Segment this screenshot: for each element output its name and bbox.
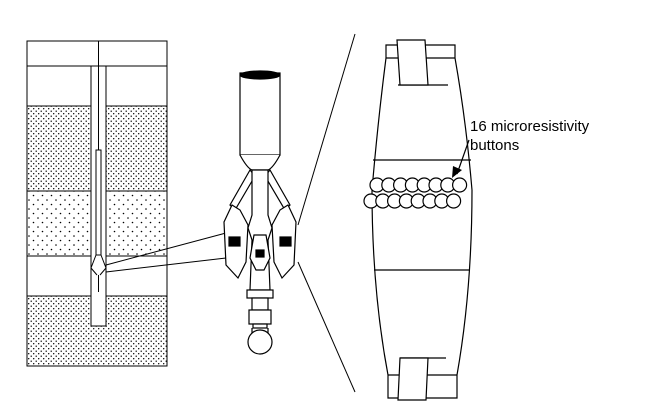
right-pad-buttons bbox=[279, 236, 292, 247]
microresistivity-buttons bbox=[363, 177, 468, 209]
tool-neck bbox=[239, 154, 281, 171]
upper-hinge bbox=[396, 39, 429, 86]
pad-outline bbox=[371, 44, 473, 399]
right-arm bbox=[264, 168, 291, 211]
lower-hinge bbox=[397, 357, 429, 401]
imaging-tool bbox=[223, 70, 297, 355]
formation-layer-top-blank bbox=[26, 40, 168, 67]
borehole-section bbox=[26, 40, 168, 367]
left-pad-buttons bbox=[228, 236, 241, 247]
lower-joint bbox=[248, 309, 272, 325]
tool-housing-top bbox=[239, 70, 281, 80]
arrow-head bbox=[452, 166, 462, 178]
borehole-tool-pads bbox=[90, 254, 107, 276]
callout-lines-left bbox=[105, 232, 227, 273]
buttons-label-line2: buttons bbox=[470, 137, 520, 154]
lower-collar bbox=[246, 289, 274, 299]
pad-detail bbox=[371, 39, 473, 401]
magnification-lines bbox=[297, 33, 356, 393]
mandrel bbox=[247, 169, 273, 291]
tool-housing bbox=[239, 72, 281, 156]
left-arm bbox=[229, 168, 256, 211]
borehole-tool-body bbox=[95, 149, 102, 256]
microresistivity-button bbox=[446, 193, 462, 209]
buttons-label: 16 microresistivity buttons bbox=[470, 117, 589, 155]
microresistivity-button bbox=[452, 177, 468, 193]
bull-nose bbox=[247, 329, 273, 355]
buttons-label-line1: 16 microresistivity bbox=[470, 118, 590, 135]
label-arrow bbox=[452, 139, 470, 178]
